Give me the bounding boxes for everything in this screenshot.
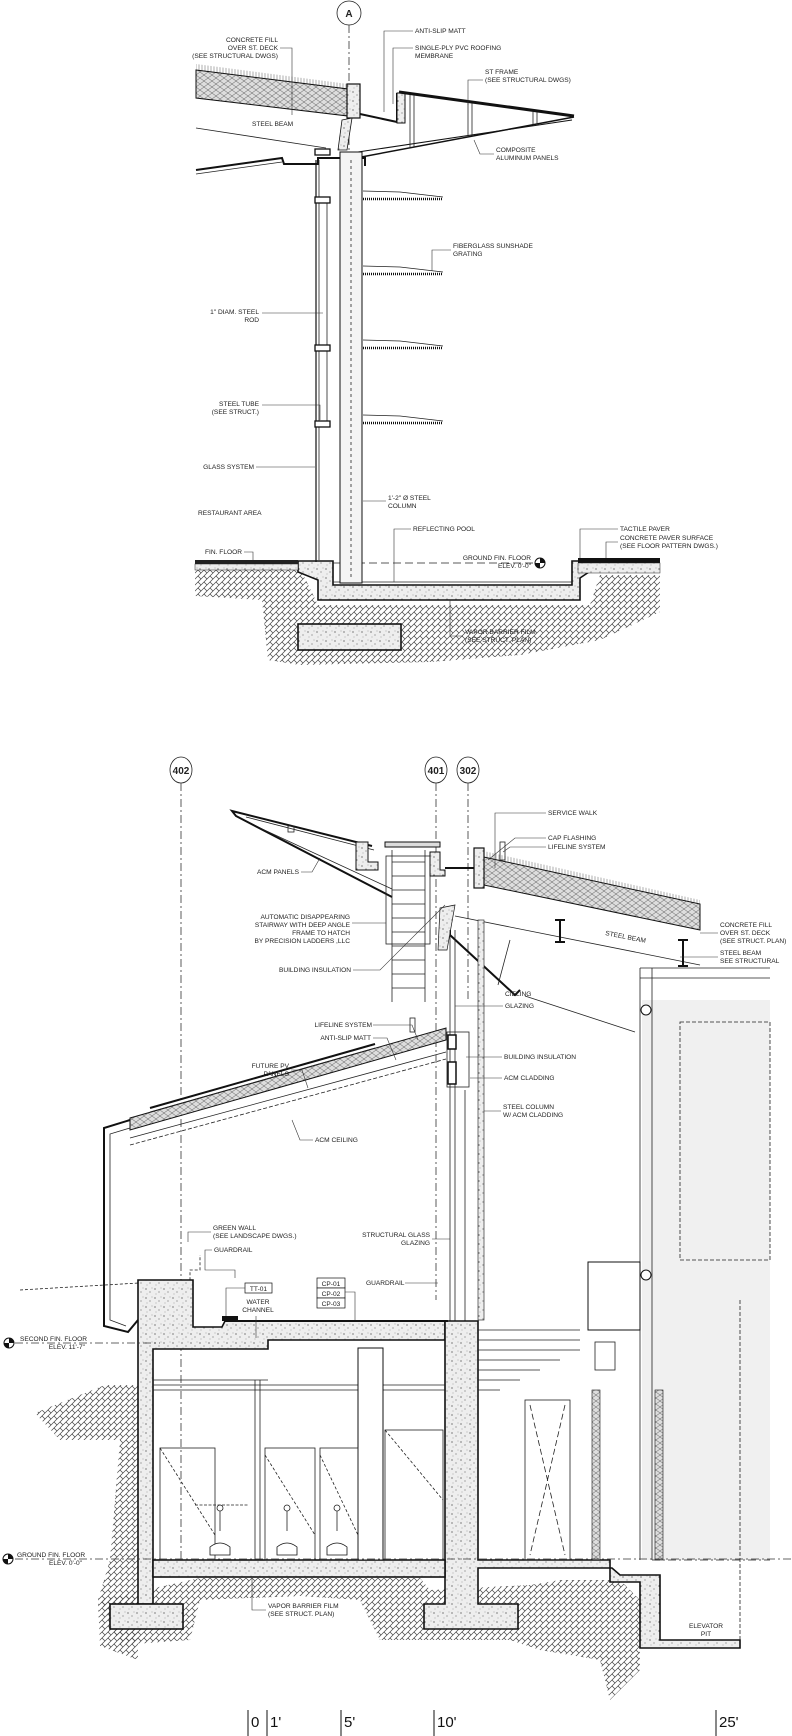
- restroom-partitions: [159, 1429, 444, 1561]
- label-glazing: GLAZING: [505, 1003, 534, 1010]
- scale-tick-1: 1': [270, 1714, 281, 1731]
- grid-label: A: [345, 9, 352, 20]
- label-acm-panels: ACM PANELS: [257, 869, 300, 876]
- label-anti-slip-matt: ANTI-SLIP MATT: [415, 28, 466, 35]
- grid-bubble-a: A: [336, 0, 362, 600]
- roof-hatch: [384, 841, 441, 848]
- elevation-marker-icon: [534, 557, 546, 569]
- st-frame: [398, 90, 575, 118]
- label-acm-ceiling: ACM CEILING: [315, 1137, 358, 1144]
- footing: [297, 623, 402, 651]
- pv-panels: [149, 1043, 376, 1109]
- lifeline-post: [499, 841, 506, 861]
- scale-bar: 0 1' 5' 10' 25': [247, 1710, 739, 1736]
- label-cap-flashing: CAP FLASHING: [548, 835, 596, 842]
- disappearing-stairway: [385, 850, 431, 1002]
- label-lifeline-system: LIFELINE SYSTEM: [314, 1022, 372, 1029]
- label-guardrail-right: GUARDRAIL: [366, 1280, 405, 1287]
- elevation-marker-icon: [3, 1337, 15, 1349]
- steel-column-acm: [477, 919, 485, 1321]
- label-vapor-barrier: VAPOR BARRIER FILM(SEE STRUCT. PLAN): [268, 1603, 339, 1618]
- label-fin-floor: FIN. FLOOR: [205, 549, 242, 556]
- tag-cp-02: CP-02: [322, 1291, 341, 1298]
- label-reflecting-pool: REFLECTING POOL: [413, 526, 475, 533]
- grid-bubble-302: 302: [456, 756, 480, 1000]
- label-st-frame: ST FRAME(SEE STRUCTURAL DWGS): [485, 69, 571, 84]
- elevation-marker-icon: [2, 1553, 14, 1565]
- label-glass-system: GLASS SYSTEM: [203, 464, 254, 471]
- steel-beam: [195, 127, 327, 149]
- scale-tick-5: 5': [344, 1714, 355, 1731]
- label-cieling: CIELING: [505, 991, 531, 998]
- label-acm-cladding: ACM CLADDING: [504, 1075, 555, 1082]
- interior-column: [357, 1347, 384, 1561]
- label-steel-tube: STEEL TUBE(SEE STRUCT.): [212, 401, 260, 416]
- fin-floor: [195, 560, 298, 564]
- steel-beam-right: [454, 915, 701, 966]
- toilet-icons: [195, 1504, 348, 1556]
- green-wall: [19, 1255, 201, 1291]
- label-restaurant-area: RESTAURANT AREA: [198, 510, 262, 517]
- wall-right: [423, 1320, 741, 1649]
- grid-bubble-402: 402: [169, 756, 193, 1560]
- water-channel: [222, 1316, 238, 1321]
- adjacent-building: [478, 967, 771, 1640]
- sunshade-gratings: [362, 190, 444, 425]
- label-paver-surface: CONCRETE PAVER SURFACE(SEE FLOOR PATTERN…: [620, 535, 718, 550]
- acm-canopy: [229, 809, 393, 898]
- top-detail: A: [192, 0, 718, 665]
- label-guardrail-left: GUARDRAIL: [214, 1247, 253, 1254]
- steel-tube-clips: [314, 148, 331, 428]
- label-green-wall: GREEN WALL(SEE LANDSCAPE DWGS.): [213, 1225, 297, 1240]
- parapet: [346, 83, 361, 119]
- mechanical-unit: [587, 1261, 641, 1331]
- label-service-walk: SERVICE WALK: [548, 810, 598, 817]
- label-tactile-paver: TACTILE PAVER: [620, 526, 670, 533]
- earth-hatch-bottom: [35, 1385, 138, 1660]
- tag-tt-01-text: TT-01: [250, 1286, 268, 1293]
- tag-cp-01: CP-01: [322, 1281, 341, 1288]
- label-steel-beam: STEEL BEAM: [252, 121, 293, 128]
- scale-tick-10: 10': [437, 1714, 457, 1731]
- ground-floor-slab: [152, 1559, 446, 1578]
- svg-text:401: 401: [428, 766, 445, 777]
- svg-text:402: 402: [173, 766, 190, 777]
- label-steel-beam-inline: STEEL BEAM: [605, 930, 647, 945]
- scale-tick-0: 0: [251, 1714, 259, 1731]
- label-building-insulation: BUILDING INSULATION: [504, 1054, 576, 1061]
- steel-column: [339, 151, 363, 584]
- lower-roof-slab: [129, 1027, 447, 1131]
- label-lifeline-system-top: LIFELINE SYSTEM: [548, 844, 606, 851]
- scale-tick-25: 25': [719, 1714, 739, 1731]
- footing-left: [109, 1603, 184, 1630]
- label-anti-slip-matt: ANTI-SLIP MATT: [320, 1035, 371, 1042]
- acm-cladding: [446, 1031, 470, 1088]
- fascia: [103, 1119, 139, 1334]
- label-building-insulation-top: BUILDING INSULATION: [279, 967, 351, 974]
- bottom-detail: 402 401 302: [2, 756, 792, 1700]
- tag-cp-03: CP-03: [322, 1301, 341, 1308]
- earth-hatch: [195, 568, 660, 665]
- label-vapor-barrier: VAPOR BARRIER FILM(SEE STRUCT. PLAN): [465, 629, 536, 644]
- paver: [578, 558, 660, 563]
- svg-text:302: 302: [460, 766, 477, 777]
